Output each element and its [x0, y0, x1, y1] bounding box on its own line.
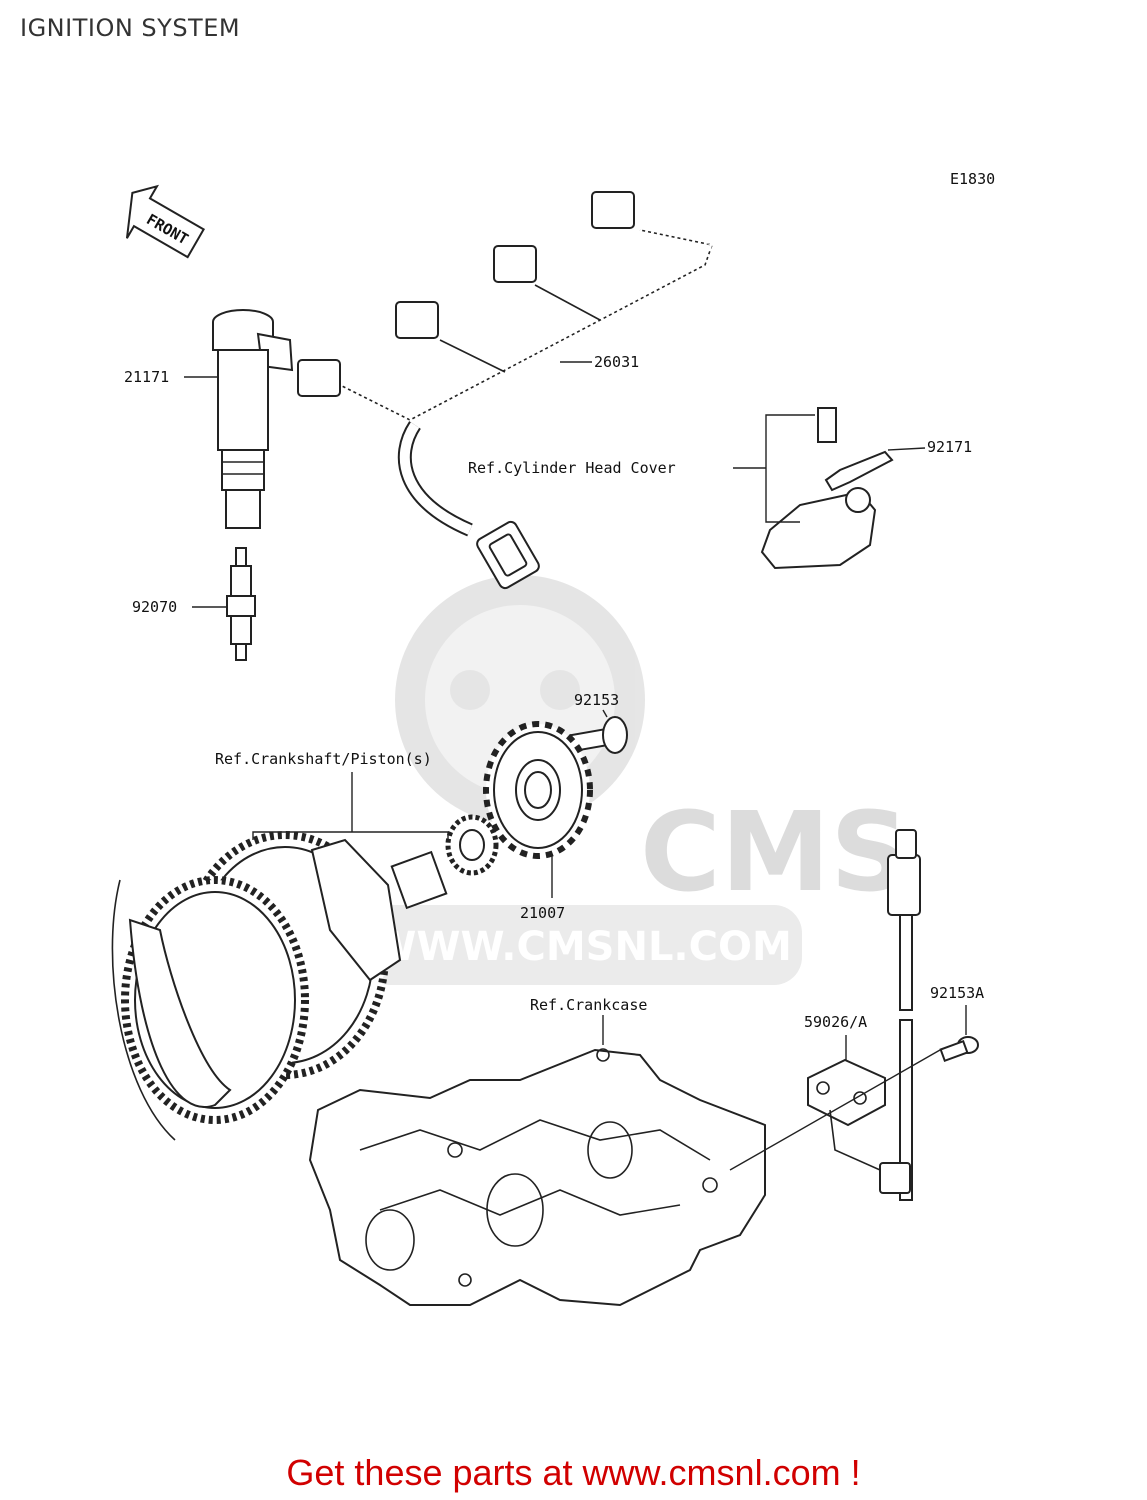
connector-4 [591, 191, 635, 229]
crankcase [308, 1048, 766, 1307]
callout-21007: 21007 [520, 904, 565, 922]
ref-head-cover: Ref.Cylinder Head Cover [468, 459, 676, 477]
callout-21171: 21171 [124, 368, 169, 386]
timing-rotor [483, 721, 593, 859]
callout-92171: 92171 [927, 438, 972, 456]
spark-plug [226, 547, 256, 661]
needle-bearing [445, 814, 499, 876]
connector-3 [493, 245, 537, 283]
watermark-url: WWW.CMSNL.COM [372, 924, 792, 970]
crank-sensor [807, 829, 921, 1201]
callout-92153: 92153 [574, 691, 619, 709]
watermark-banner [362, 905, 802, 985]
ignition-coil [212, 309, 294, 529]
page-title: IGNITION SYSTEM [20, 14, 241, 42]
main-connector [476, 520, 540, 590]
callout-92153a: 92153A [930, 984, 984, 1002]
watermark: CMS WWW.CMSNL.COM [362, 575, 909, 985]
watermark-eye-right [540, 670, 580, 710]
leader-line [887, 447, 926, 451]
diagram-code: E1830 [950, 170, 995, 188]
callout-59026-a: 59026/A [804, 1013, 867, 1031]
wiring-harness [297, 191, 719, 590]
watermark-logo: CMS [640, 788, 909, 916]
head-cover-bracket [760, 407, 894, 570]
connector-1 [297, 359, 341, 397]
leader-line [602, 709, 608, 718]
leader-line [729, 1049, 941, 1171]
front-arrow-icon: FRONT [125, 184, 206, 259]
bolt [569, 716, 628, 754]
callout-26031: 26031 [594, 353, 639, 371]
watermark-eye-left [450, 670, 490, 710]
footer-promo-link[interactable]: Get these parts at www.cmsnl.com ! [286, 1452, 861, 1493]
bolt-a [939, 1036, 979, 1063]
callout-92070: 92070 [132, 598, 177, 616]
connector-2 [395, 301, 439, 339]
ref-crankcase: Ref.Crankcase [530, 996, 647, 1014]
leader-bracket [252, 831, 449, 840]
ref-crankshaft: Ref.Crankshaft/Piston(s) [215, 750, 432, 768]
crankshaft [111, 831, 448, 1141]
